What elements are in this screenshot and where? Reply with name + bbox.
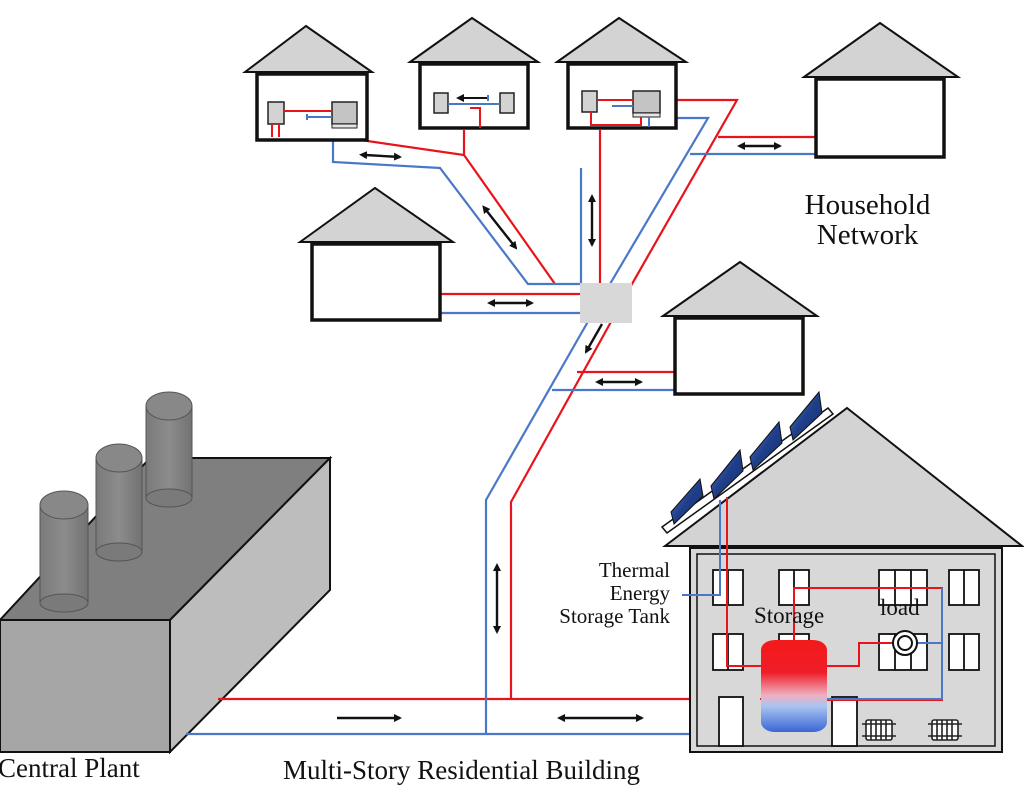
solar-panel-icon [749, 420, 783, 471]
roof [800, 21, 962, 78]
house-body [310, 242, 442, 322]
heat-pump-unit [433, 92, 449, 114]
central-plant-label: Central Plant [0, 753, 140, 783]
solar-panel-icon [789, 390, 823, 441]
roof [406, 16, 542, 63]
return-pipe-house-1 [331, 120, 580, 286]
radiator-icon [928, 719, 962, 741]
chimney-icon [145, 391, 193, 508]
solar-panel-icon [670, 477, 704, 525]
central-plant [0, 391, 333, 755]
return-pipe-riser [484, 316, 592, 734]
house-6 [800, 21, 962, 159]
plant-front-face [0, 619, 171, 753]
heat-exchanger-unit [632, 90, 661, 114]
house-3 [553, 16, 690, 130]
residential-building [660, 390, 1024, 753]
return-pipe-household [609, 116, 710, 285]
household-network-label-line-1: Household [804, 189, 931, 221]
house-1 [242, 24, 376, 142]
household-network-label: Household Network [795, 190, 940, 251]
house-2 [406, 16, 542, 130]
heat-exchanger-unit [331, 101, 358, 125]
door [831, 696, 858, 747]
two-way-arrow-icon [359, 151, 402, 161]
tes-label-line-2: Energy [609, 581, 670, 606]
household-network-label-line-2: Network [816, 219, 919, 252]
one-way-arrow-icon [584, 323, 604, 354]
tes-label-line-1: Thermal [598, 558, 670, 582]
chimney-icon [39, 490, 89, 613]
supply-pipe-household [631, 98, 739, 285]
roof [553, 16, 690, 63]
storage-label: Storage [754, 603, 825, 628]
load-pump-icon [892, 630, 918, 656]
roof [659, 260, 821, 317]
heat-pump-unit [581, 90, 598, 113]
chimney-icon [95, 443, 143, 562]
thermal-storage-tank [761, 640, 827, 732]
roof [296, 186, 457, 243]
heat-pump-unit [267, 101, 285, 125]
solar-panel-icon [710, 448, 744, 500]
heat-pump-unit [499, 92, 515, 114]
thermal-energy-storage-tank-label: Thermal Energy Storage Tank [537, 558, 670, 629]
tes-label-line-3: Storage Tank [559, 604, 670, 629]
building-roof [662, 406, 1024, 547]
house-body [673, 316, 805, 396]
house-4 [296, 186, 457, 322]
load-label: load [880, 595, 920, 620]
house-body [814, 77, 946, 159]
residential-building-label: Multi-Story Residential Building [283, 755, 640, 785]
flow-arrows [337, 142, 782, 722]
house-5 [659, 260, 821, 396]
radiator-icon [862, 719, 896, 741]
junction-box [580, 283, 632, 323]
door [718, 696, 744, 747]
supply-pipe-riser [509, 283, 633, 699]
two-way-arrow-icon [482, 205, 518, 250]
roof [242, 24, 376, 73]
plant-side-face [169, 455, 331, 755]
